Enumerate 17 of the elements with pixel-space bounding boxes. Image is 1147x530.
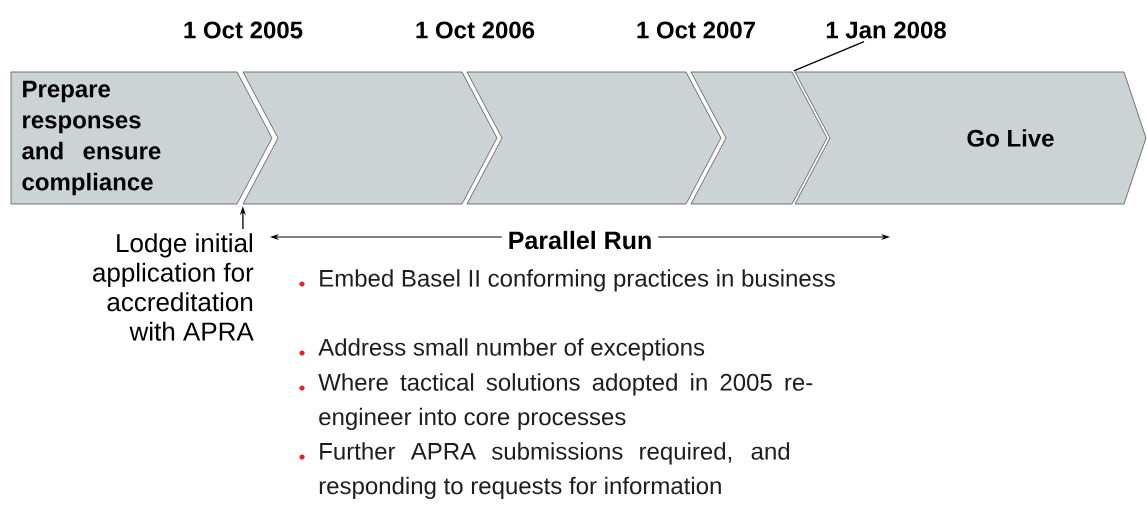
span-label: Parallel Run [501,229,659,251]
bullet-text: Address small number of exceptions [318,338,705,361]
timeline-segment [466,71,722,205]
bullet-text: Where tactical solutions adopted in 2005 re-engineer into core processes [318,373,813,431]
date-label: 1 Oct 2007 [637,21,755,39]
leader-line [793,41,865,72]
timeline-segment: Go Live [794,71,1147,205]
timeline-segment [242,71,498,205]
date-label: 1 Jan 2008 [826,21,946,39]
date-label: 1 Oct 2005 [184,21,303,39]
timeline-segment: Prepare responses and ensure compliance [10,71,273,205]
node-label: Go Live [967,129,1054,147]
date-label: 1 Oct 2006 [416,21,535,39]
bullet-text: Further APRA submissions required, and responding to requests for information [319,442,790,500]
annotation-text: Lodge initial application for accreditation with APRA [93,233,254,341]
bullet-text: Embed Basel II conforming practices in business [320,269,835,292]
timeline-segment [690,71,828,205]
